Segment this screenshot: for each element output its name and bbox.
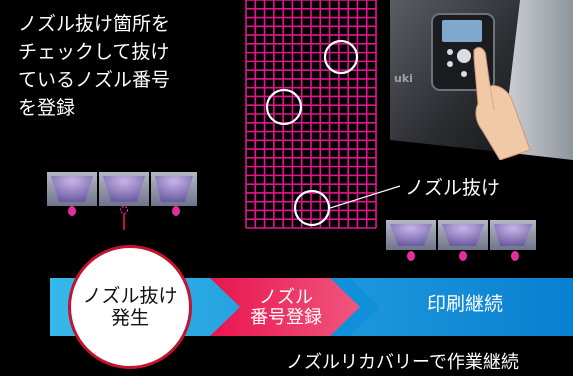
print-head-nozzle-icon [45,170,200,242]
flow-step-nozzle-registration: ノズル 番号登録 [250,287,322,328]
flow-step-continue-printing: 印刷継続 [426,293,503,315]
hand-pointer-icon [473,47,531,161]
missing-nozzle-marker-3 [293,189,331,227]
nozzle-missing-occurs-bubble: ノズル抜け 発生 [68,245,192,369]
intro-text: ノズル抜け箇所を チェックして抜け ているノズル番号 を登録 [18,10,233,122]
bottom-caption: ノズルリカバリーで作業継続 [286,352,519,373]
callout-line [330,185,401,209]
svg-text:uki: uki [394,72,413,85]
print-head-nozzle-icon [384,218,539,270]
missing-nozzle-marker-1 [323,39,359,75]
intro-line-1: ノズル抜け箇所を [18,13,171,35]
printer-control-panel-icon: uki [390,0,573,161]
nozzle-check-pattern [236,0,396,232]
intro-line-2: チェックして抜け [18,41,170,63]
intro-line-4: を登録 [18,97,76,119]
nozzle-missing-label: ノズル抜け [405,177,501,199]
intro-line-3: ているノズル番号 [18,69,171,91]
missing-nozzle-marker-2 [265,88,303,126]
